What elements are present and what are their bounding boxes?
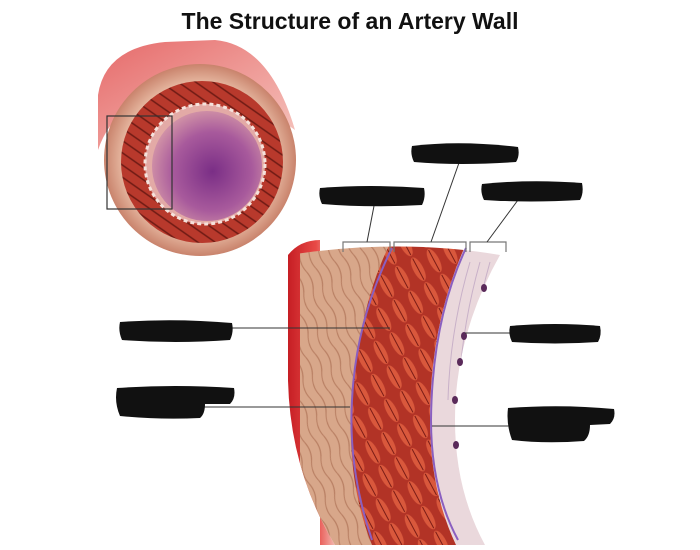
leader-top-right [486, 199, 519, 243]
redacted-label-top-right [481, 181, 583, 202]
zoom-box [106, 115, 173, 210]
page-title: The Structure of an Artery Wall [181, 8, 519, 34]
cross-section [98, 40, 296, 256]
layer-brackets [342, 241, 507, 252]
outer-elastic-membrane [350, 247, 393, 541]
inner-lining [430, 246, 500, 545]
redacted-label-left-upper [119, 320, 233, 342]
bracket-outer [342, 241, 391, 252]
bracket-middle [393, 241, 467, 252]
redacted-labels [116, 143, 615, 443]
tube-outer-surface [98, 40, 295, 150]
leader-top-center [430, 159, 461, 243]
leader-lines [200, 159, 519, 427]
inner-elastic-membrane [429, 247, 467, 541]
endothelial-nuclei [452, 284, 487, 449]
redacted-label-left-lower [116, 386, 235, 419]
smooth-muscle-layer [350, 246, 470, 545]
outer-connective-layer [300, 246, 400, 545]
leader-top-left [366, 205, 375, 243]
bracket-inner [469, 241, 507, 252]
redacted-label-top-center [411, 143, 519, 164]
wall-section [288, 240, 500, 545]
redacted-label-right-lower [507, 406, 615, 443]
redacted-label-top-left [319, 186, 425, 207]
redacted-label-right-upper [509, 324, 601, 344]
lumen [152, 111, 262, 221]
